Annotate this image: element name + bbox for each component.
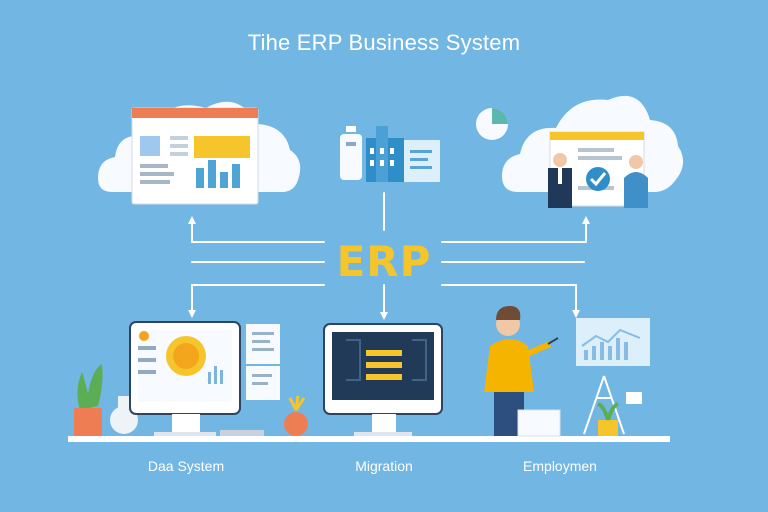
center-workstation (323, 323, 443, 436)
diagram-title: Tihe ERP Business System (247, 30, 521, 55)
cloud-team-right (476, 95, 684, 208)
right-workstation (484, 306, 650, 437)
cloud-dashboard-left (98, 101, 301, 205)
caption-center: Migration (355, 458, 413, 474)
connector-lines (188, 192, 590, 320)
left-workstation (74, 321, 308, 436)
caption-right: Employmen (523, 458, 597, 474)
erp-central-label: ERP (337, 237, 432, 286)
desk-line (68, 436, 670, 442)
data-storage-icon (340, 126, 440, 182)
caption-left: Daa System (147, 458, 225, 474)
